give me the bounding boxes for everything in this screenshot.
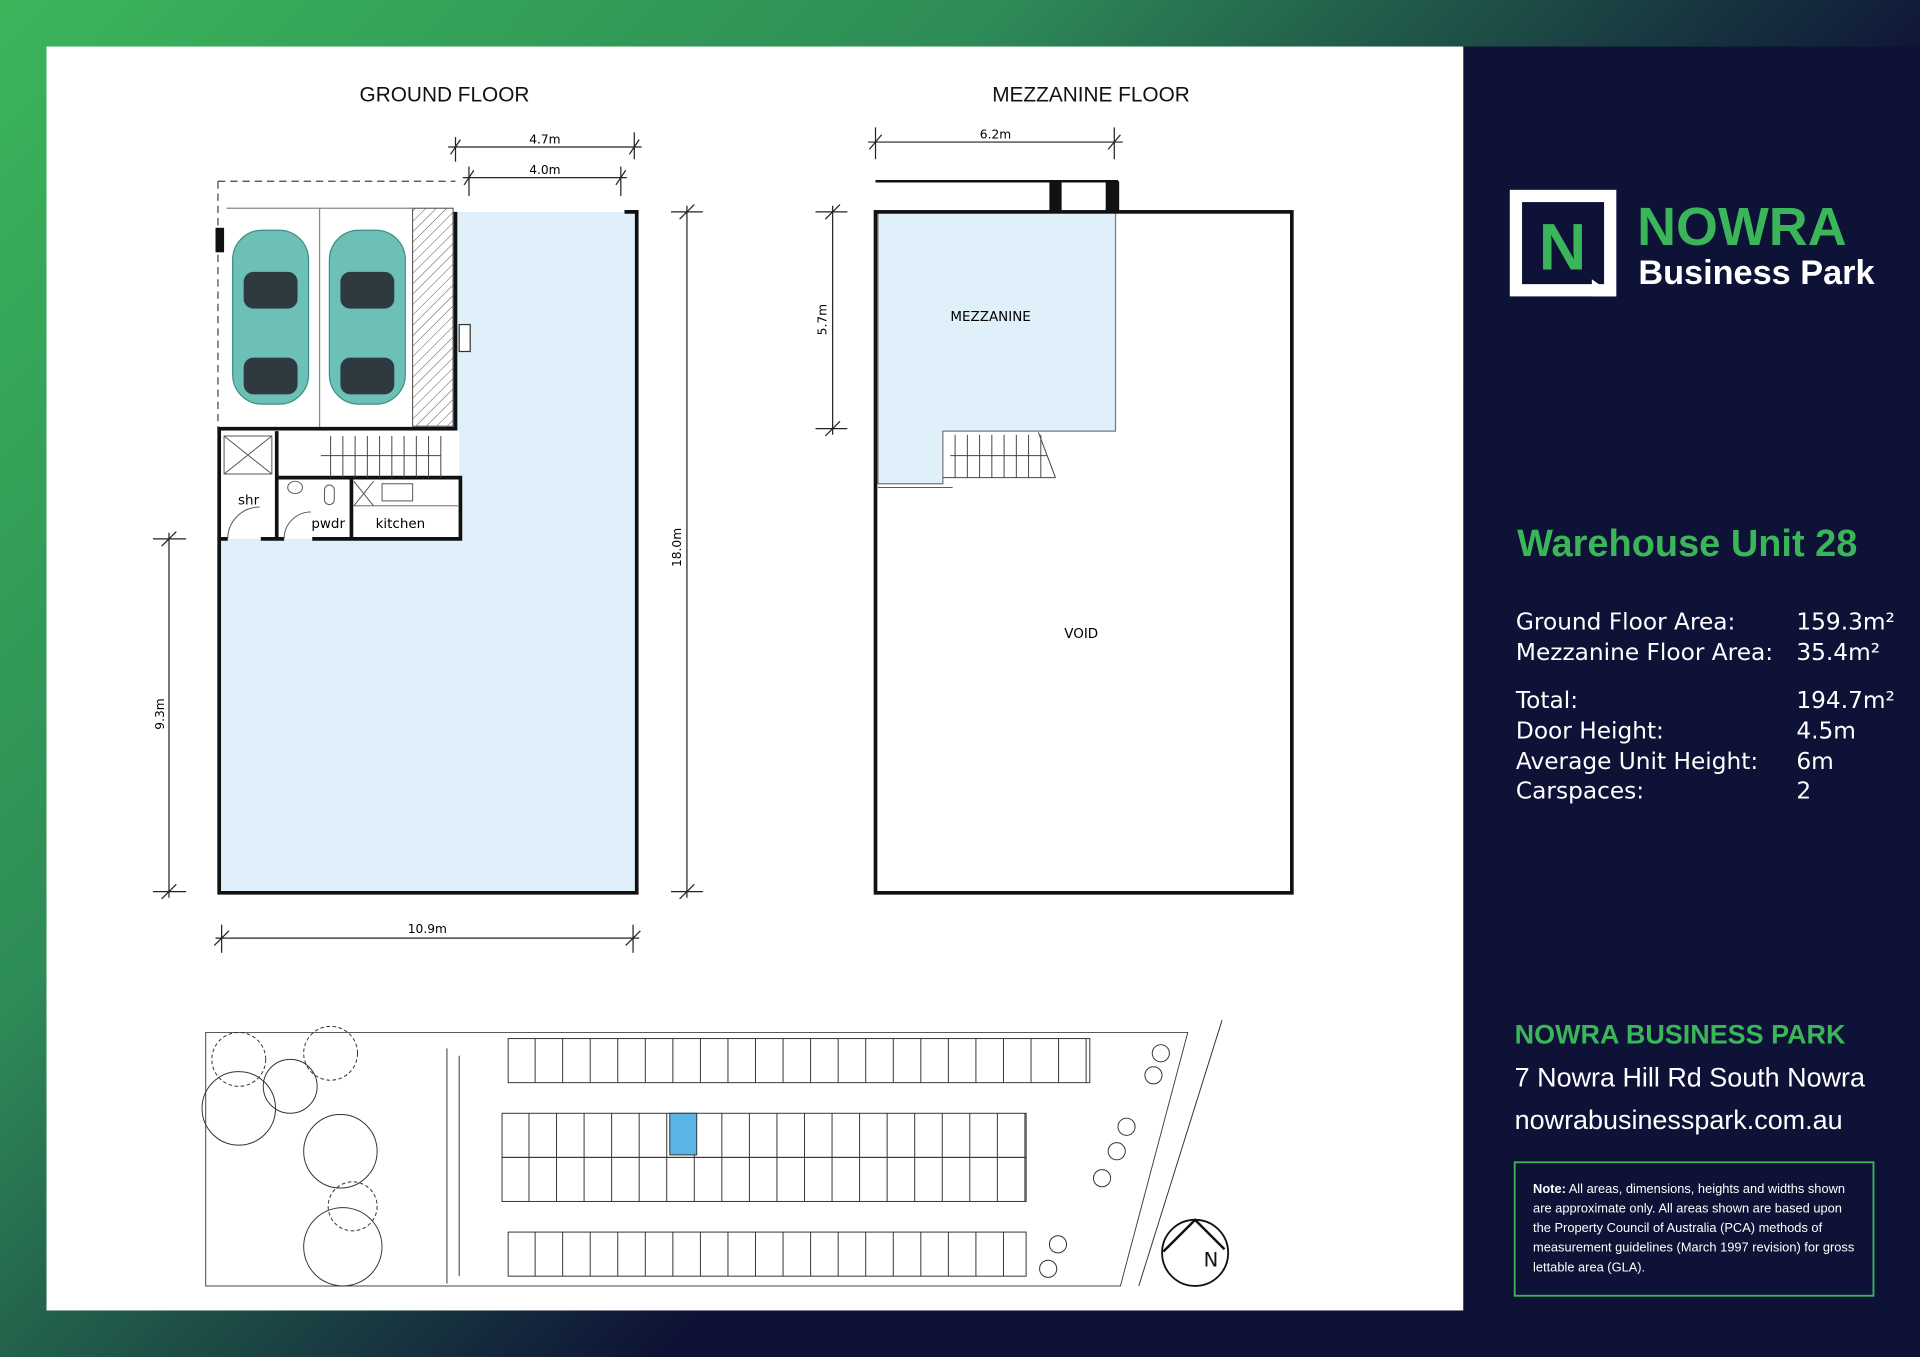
spec-label: Total: [1515, 687, 1578, 714]
spec-value: 2 [1796, 778, 1811, 805]
dim-top-inner: 4.0m [529, 163, 560, 177]
dim-top-outer: 4.7m [529, 132, 560, 146]
dimension-lines [153, 132, 703, 953]
spec-value: 194.7m² [1796, 687, 1895, 714]
north-label: N [1204, 1248, 1219, 1271]
room-powder: pwdr [311, 516, 345, 532]
disclaimer-note: Note: All areas, dimensions, heights and… [1513, 1161, 1875, 1297]
stairs [320, 436, 442, 478]
site-units [501, 1038, 1091, 1277]
logo-letter: N [1539, 210, 1587, 284]
contact-website[interactable]: nowrabusinesspark.com.au [1515, 1105, 1843, 1135]
tree-icons [201, 1025, 1170, 1287]
dim-mezz-top: 6.2m [980, 127, 1011, 141]
mezzanine-floor-plan: MEZZANINE FLOOR 6.2m 5.7m MEZZANINE VOID [815, 84, 1294, 895]
spec-label: Mezzanine Floor Area: [1516, 639, 1773, 666]
car-icon [232, 229, 310, 405]
spec-label: Ground Floor Area: [1516, 609, 1735, 636]
ground-floor-title: GROUND FLOOR [360, 84, 530, 107]
brand-subtitle: Business Park [1638, 254, 1875, 292]
note-bold: Note: [1533, 1181, 1566, 1196]
svg-text:Note: All areas, dimensions, h: Note: All areas, dimensions, heights and… [1533, 1181, 1845, 1196]
note-line: All areas, dimensions, heights and width… [1566, 1181, 1845, 1196]
note-line: lettable area (GLA). [1533, 1259, 1645, 1274]
mezzanine-floor-title: MEZZANINE FLOOR [992, 84, 1190, 107]
contact-address: 7 Nowra Hill Rd South Nowra [1515, 1062, 1865, 1092]
spec-value: 6m [1796, 748, 1833, 775]
dim-mezz-left: 5.7m [816, 304, 830, 335]
room-mezzanine: MEZZANINE [950, 309, 1030, 325]
unit-row [501, 1156, 1027, 1202]
highlighted-unit-28 [669, 1112, 698, 1156]
note-line: measurement guidelines (March 1997 revis… [1533, 1240, 1854, 1255]
ground-floor-plan: GROUND FLOOR 4.7m 4.0m 18.0m 9.3m 10.9m [153, 84, 703, 953]
room-void: VOID [1064, 626, 1098, 642]
contact-heading: NOWRA BUSINESS PARK [1515, 1019, 1846, 1049]
site-plan [201, 1020, 1230, 1287]
dim-right: 18.0m [670, 528, 684, 567]
note-line: the Property Council of Australia (PCA) … [1533, 1220, 1823, 1235]
room-shower: shr [238, 493, 260, 509]
ground-floor-area [219, 211, 637, 893]
unit-specs: Ground Floor Area: 159.3m² Mezzanine Flo… [1515, 609, 1895, 805]
spec-label: Door Height: [1516, 718, 1664, 745]
dim-bottom: 10.9m [408, 922, 447, 936]
dim-left: 9.3m [153, 698, 167, 729]
nowra-logo: N NOWRA Business Park [1509, 189, 1875, 297]
car-icon [328, 229, 406, 405]
note-line: are approximate only. All areas shown ar… [1533, 1200, 1842, 1215]
north-arrow-icon [1161, 1218, 1230, 1287]
spec-value: 35.4m² [1796, 639, 1880, 666]
hatched-wall [412, 207, 454, 427]
spec-value: 4.5m [1796, 718, 1856, 745]
unit-row [507, 1231, 1027, 1277]
spec-label: Carspaces: [1516, 778, 1644, 805]
unit-title: Warehouse Unit 28 [1517, 523, 1857, 565]
unit-row [507, 1038, 1091, 1084]
brand-name: NOWRA [1637, 197, 1846, 257]
spec-value: 159.3m² [1796, 609, 1895, 636]
room-kitchen: kitchen [376, 516, 426, 532]
spec-label: Average Unit Height: [1516, 748, 1758, 775]
